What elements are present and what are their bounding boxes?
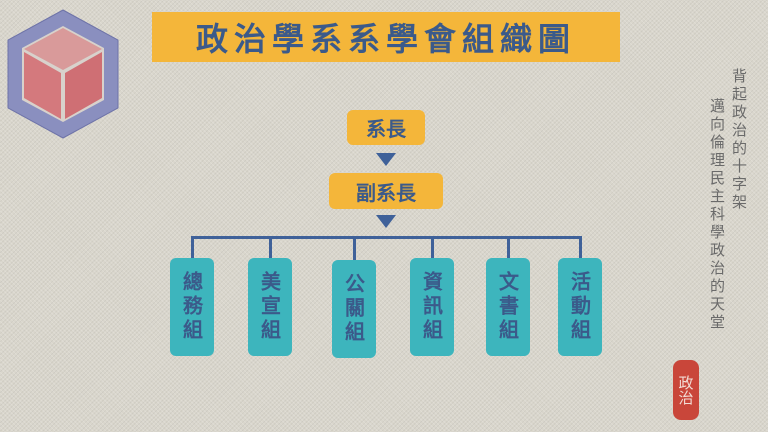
group-box: 公關組 — [332, 260, 376, 358]
connector-line — [192, 236, 582, 239]
connector-line — [353, 236, 356, 260]
connector-line — [191, 236, 194, 260]
chair-box: 系長 — [347, 110, 425, 145]
slogan-line: 背起政治的十字架 — [730, 68, 748, 212]
group-box: 資訊組 — [410, 258, 454, 356]
connector-line — [507, 236, 510, 260]
connector-line — [579, 236, 582, 260]
chart-title: 政治學系系學會組織圖 — [152, 12, 620, 62]
group-box: 文書組 — [486, 258, 530, 356]
arrow-down-icon — [376, 215, 396, 228]
connector-line — [269, 236, 272, 260]
arrow-down-icon — [376, 153, 396, 166]
slogan-line: 邁向倫理民主科學政治的天堂 — [708, 98, 726, 332]
department-logo — [7, 9, 119, 139]
group-box: 活動組 — [558, 258, 602, 356]
connector-line — [431, 236, 434, 260]
seal-stamp: 政治 — [673, 360, 699, 420]
vice-chair-box: 副系長 — [329, 173, 443, 209]
group-box: 總務組 — [170, 258, 214, 356]
group-box: 美宣組 — [248, 258, 292, 356]
